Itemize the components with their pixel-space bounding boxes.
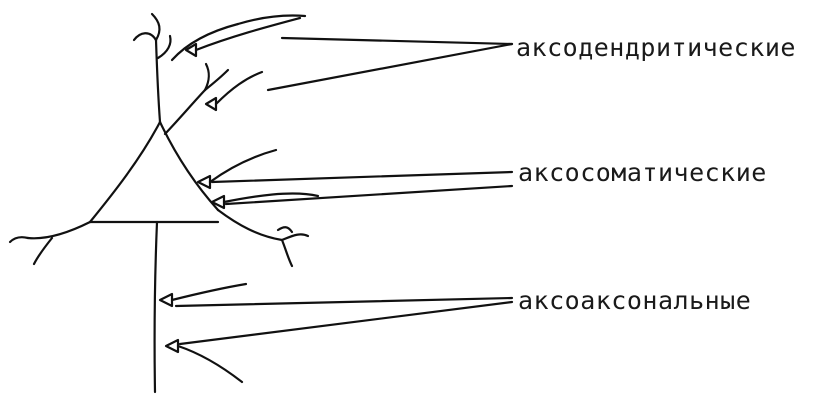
axodendritic-label: аксодендритические: [516, 33, 796, 62]
axodendritic-synapses: [186, 18, 300, 110]
leader-lines: [176, 38, 512, 344]
axon: [155, 222, 157, 392]
axoaxonal-synapses: [160, 284, 246, 382]
axosomatic-label: аксосоматические: [518, 158, 767, 187]
neuron-soma: [90, 122, 218, 222]
axoaxonal-label: аксоаксональные: [518, 286, 751, 315]
basal-dendrites: [10, 210, 308, 266]
apical-dendrite: [134, 14, 305, 134]
